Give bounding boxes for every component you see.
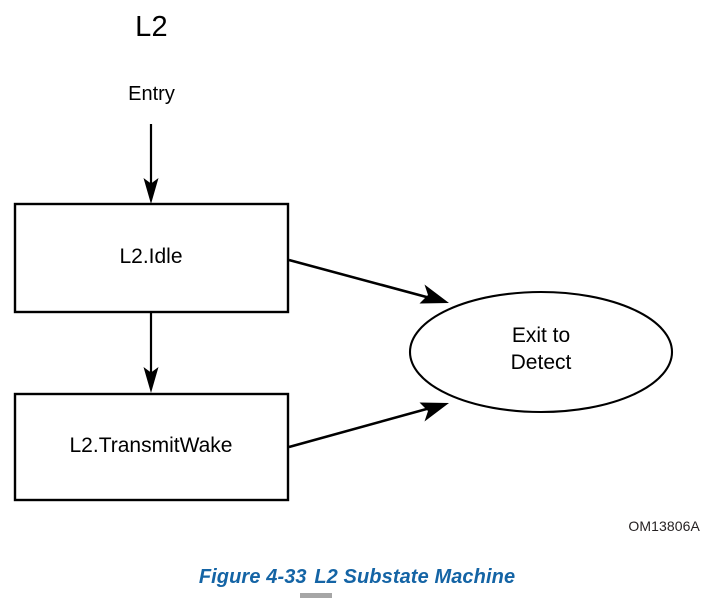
- caption-underline-mark: [300, 593, 332, 598]
- state-label-l2-idle: L2.Idle: [119, 245, 183, 268]
- exit-node-label-line1: Exit to: [511, 324, 571, 347]
- diagram-title: L2: [135, 11, 168, 43]
- state-box-l2-transmitwake: [13, 392, 290, 502]
- transition-idle-to-transmitwake-arrow: [143, 313, 159, 393]
- transition-entry-to-idle-arrow: [143, 124, 159, 204]
- transition-idle-to-exit-arrow: [288, 258, 449, 304]
- figure-caption: Figure 4-33 L2 Substate Machine: [0, 566, 714, 589]
- exit-node-label: Exit to Detect: [410, 323, 672, 377]
- caption-number: 4-33: [266, 566, 307, 588]
- exit-node-label-line2: Detect: [510, 350, 572, 374]
- entry-transition-label: Entry: [128, 83, 175, 105]
- state-label-l2-transmitwake: L2.TransmitWake: [69, 434, 233, 457]
- transition-transmitwake-to-exit-arrow: [288, 402, 449, 449]
- caption-prefix: Figure: [198, 566, 261, 588]
- state-box-l2-idle: [13, 202, 290, 314]
- figure-code-label: OM13806A: [628, 518, 700, 534]
- exit-node-ellipse: [408, 290, 674, 414]
- caption-text: L2 Substate Machine: [314, 566, 516, 588]
